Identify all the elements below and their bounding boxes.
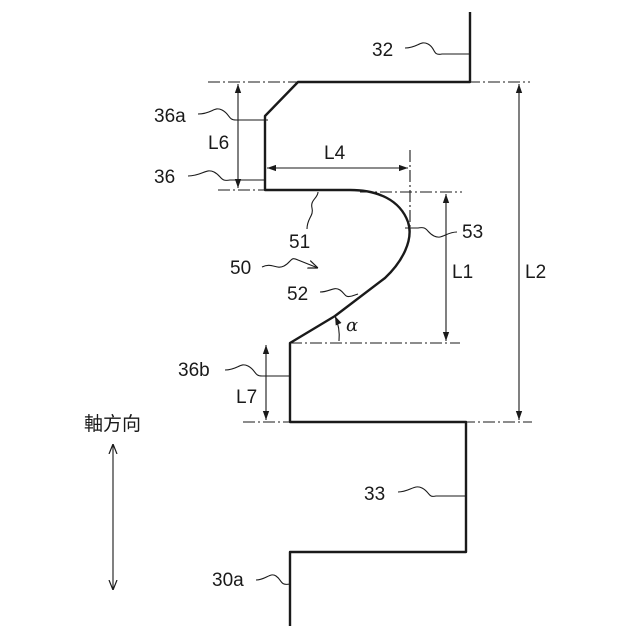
leader-36b — [225, 365, 290, 376]
ref-label-33: 33 — [364, 484, 385, 505]
axial-direction-caption: 軸方向 — [84, 413, 141, 435]
leader-36 — [188, 171, 265, 181]
ref-label-51: 51 — [289, 232, 310, 253]
leader-30a — [256, 575, 290, 585]
part-outline — [265, 12, 470, 626]
dimension-label-l6: L6 — [208, 133, 229, 154]
leader-52 — [320, 289, 358, 297]
ref-label-53: 53 — [462, 222, 483, 243]
ref-label-30a: 30a — [212, 570, 244, 591]
leader-51 — [307, 192, 318, 229]
leader-32 — [405, 43, 470, 54]
dimension-label-l2: L2 — [525, 262, 546, 283]
ref-label-36a: 36a — [154, 106, 186, 127]
leader-33 — [398, 487, 466, 497]
angle-alpha-arc — [335, 316, 339, 341]
leader-36a — [198, 109, 268, 120]
ref-label-36b: 36b — [178, 360, 210, 381]
leader-53 — [405, 228, 457, 238]
ref-label-52: 52 — [287, 284, 308, 305]
angle-label-alpha: α — [346, 315, 358, 336]
dimension-label-l4: L4 — [324, 143, 346, 164]
ref-label-36: 36 — [154, 167, 175, 188]
dimension-label-l7: L7 — [236, 387, 257, 408]
leader-50[interactable] — [262, 259, 318, 268]
ref-label-32: 32 — [372, 40, 393, 61]
ref-label-50: 50 — [230, 258, 251, 279]
dimension-label-l1: L1 — [452, 262, 473, 283]
